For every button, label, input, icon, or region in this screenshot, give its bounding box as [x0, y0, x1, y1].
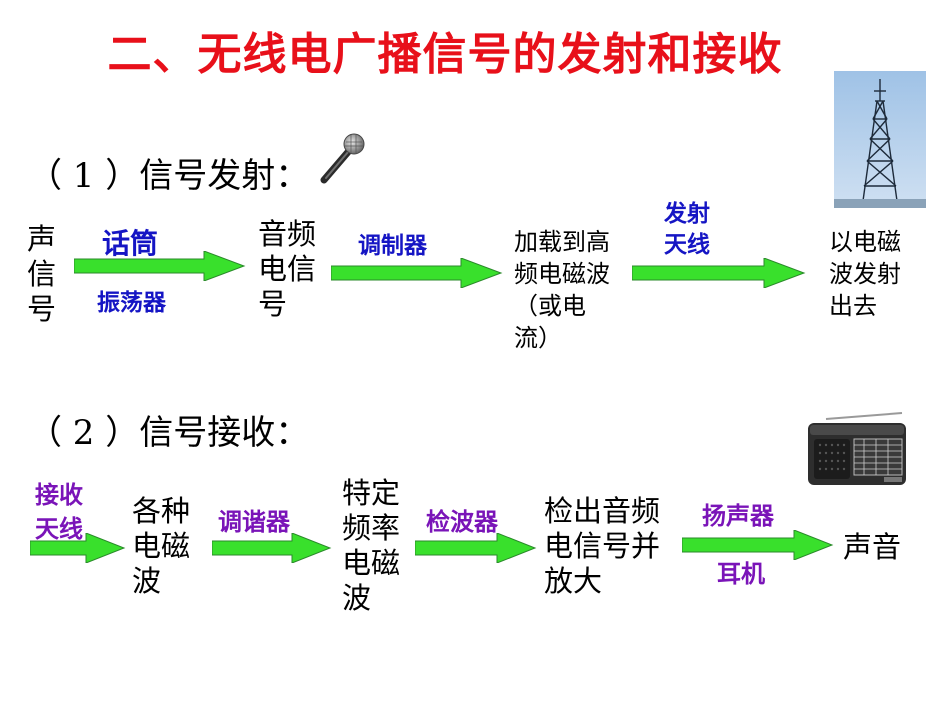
node-sound: 声音: [843, 530, 902, 564]
node-line: 频率: [342, 511, 401, 545]
antenna-tower-photo: [834, 71, 926, 208]
node-line: 电信号并: [544, 529, 661, 563]
node-line: 流）: [514, 324, 562, 352]
node-line: 电磁: [342, 546, 401, 580]
node-line: 接收: [35, 481, 83, 509]
node-specific-frequency-wave: 特定 频率 电磁 波: [342, 476, 400, 616]
microphone-icon: [318, 132, 366, 184]
node-line: 声: [27, 222, 57, 256]
node-line: 音频: [258, 217, 317, 251]
section2-heading: （ 2 ）信号接收：: [28, 413, 310, 453]
section1-heading: （ 1 ）信号发射：: [28, 156, 310, 196]
label-earphone: 耳机: [717, 560, 765, 588]
node-line: 电磁: [132, 529, 191, 563]
arrow-2-2: [415, 533, 537, 563]
node-line: 以电磁: [829, 228, 901, 256]
page-title: 二、无线电广播信号的发射和接收: [107, 29, 783, 80]
node-line: 电信: [258, 252, 317, 286]
arrow-2-1: [212, 533, 332, 563]
node-line: 号: [27, 292, 57, 326]
node-line: 号: [258, 287, 288, 321]
node-detected-audio: 检出音频 电信号并 放大: [544, 494, 660, 599]
node-line: 加载到高: [514, 228, 610, 256]
label-detector: 检波器: [426, 508, 498, 536]
node-emitted-wave: 以电磁 波发射 出去: [829, 226, 901, 322]
node-line: 特定: [342, 476, 401, 510]
node-line: 波: [132, 564, 162, 598]
node-line: 波: [342, 581, 372, 615]
label-oscillator: 振荡器: [97, 290, 166, 316]
node-line: 出去: [829, 292, 877, 320]
node-line: 放大: [544, 564, 603, 598]
arrow-2-3: [682, 530, 834, 560]
node-line: （或电: [514, 292, 586, 320]
node-line: 检出音频: [544, 494, 661, 528]
node-receive-antenna: 接收 天线: [35, 478, 83, 546]
node-modulated-wave: 加载到高 频电磁波 （或电 流）: [514, 226, 610, 354]
node-line: 波发射: [829, 260, 901, 288]
node-line: 频电磁波: [514, 260, 610, 288]
node-audio-signal: 音频 电信 号: [258, 217, 316, 322]
label-line: 天线: [664, 232, 710, 258]
arrow-1-2: [331, 258, 503, 288]
label-modulator: 调制器: [358, 233, 427, 259]
label-line: 发射: [664, 201, 710, 227]
node-line: 天线: [35, 515, 83, 543]
node-sound-signal: 声 信 号: [27, 222, 56, 327]
node-line: 信: [27, 257, 57, 291]
arrow-1-3: [632, 258, 806, 288]
node-line: 各种: [132, 494, 191, 528]
label-tuner: 调谐器: [218, 508, 290, 536]
radio-receiver-photo: [806, 411, 908, 487]
arrow-2-0: [30, 533, 126, 563]
label-speaker: 扬声器: [702, 502, 774, 530]
node-various-waves: 各种 电磁 波: [132, 494, 190, 599]
label-microphone: 话筒: [102, 227, 159, 260]
arrow-1-1: [74, 251, 246, 281]
label-transmit-antenna: 发射 天线: [664, 199, 710, 261]
